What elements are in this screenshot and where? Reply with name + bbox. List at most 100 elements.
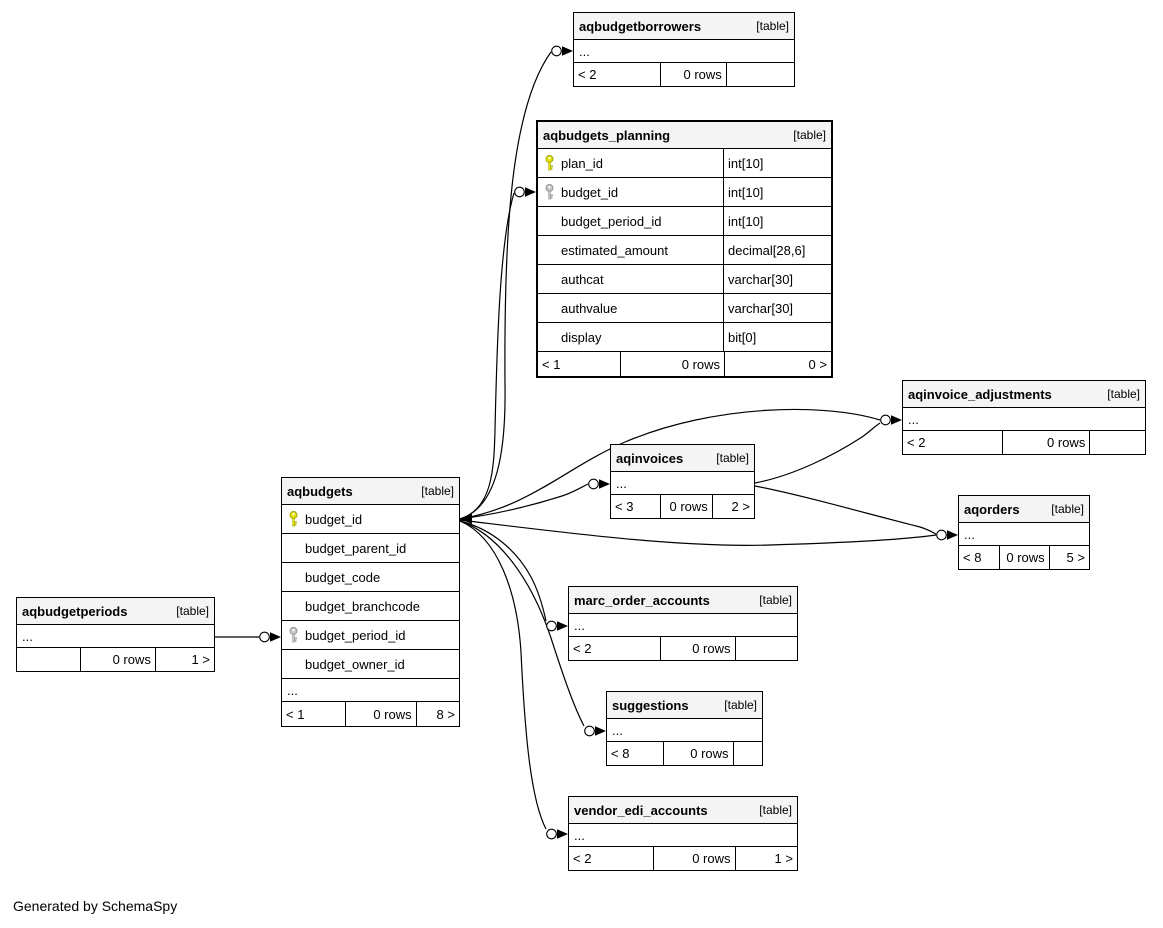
- foreign-key-icon: [538, 184, 561, 200]
- children-count: 1 >: [154, 648, 214, 671]
- row-count: 0 rows: [620, 352, 724, 376]
- column-name: budget_parent_id: [305, 540, 407, 556]
- parents-count: < 2: [573, 851, 592, 866]
- children-count: [732, 742, 762, 765]
- column-row: authcat varchar[30]: [538, 265, 831, 294]
- edge-aqbudgets-aqinvoices: [459, 483, 589, 520]
- row-count: 0 rows: [660, 495, 711, 518]
- table-name: aqorders: [964, 501, 1020, 517]
- hidden-columns-ellipsis: ...: [574, 40, 794, 63]
- table-name: aqbudgetborrowers: [579, 18, 702, 34]
- generated-by-note: Generated by SchemaSpy: [13, 898, 178, 914]
- table-kind-label: [table]: [756, 19, 789, 33]
- column-type: bit[0]: [723, 323, 831, 351]
- column-name: authvalue: [561, 300, 618, 316]
- parents-count: [17, 648, 80, 671]
- table-node-aqinvoices[interactable]: aqinvoices[table] ... < 3 0 rows 2 >: [610, 444, 755, 519]
- edge-aqbudgets-aqbudgetborrowers: [459, 51, 552, 520]
- table-name: marc_order_accounts: [574, 592, 710, 608]
- column-name: budget_id: [561, 184, 619, 200]
- column-name: plan_id: [561, 155, 603, 171]
- column-type: int[10]: [723, 207, 831, 235]
- table-node-suggestions[interactable]: suggestions [table] ... < 8 0 rows: [606, 691, 763, 766]
- column-row: budget_owner_id: [282, 650, 459, 679]
- table-node-vendor_edi_accounts[interactable]: vendor_edi_accounts[table] ... < 2 0 row…: [568, 796, 798, 871]
- children-count: 0 >: [724, 352, 831, 376]
- hidden-columns-ellipsis: ...: [959, 523, 1089, 546]
- table-node-aqbudgets_planning[interactable]: aqbudgets_planning [table] plan_id int[10…: [536, 120, 833, 378]
- edge-aqbudgets-vendor_edi_accounts: [459, 520, 547, 830]
- column-name: budget_branchcode: [305, 598, 420, 614]
- table-name: aqbudgets_planning: [543, 127, 671, 143]
- table-node-aqinvoice_adjustments[interactable]: aqinvoice_adjustments[table] ... < 2 0 r…: [902, 380, 1146, 455]
- hidden-columns-ellipsis: ...: [17, 625, 214, 648]
- column-row: budget_parent_id: [282, 534, 459, 563]
- hidden-columns-ellipsis: ...: [607, 719, 762, 742]
- table-node-aqbudgetborrowers[interactable]: aqbudgetborrowers[table] ... < 2 0 rows: [573, 12, 795, 87]
- parents-count: < 8: [611, 746, 630, 761]
- children-count: [1089, 431, 1145, 454]
- table-node-marc_order_accounts[interactable]: marc_order_accounts [table] ... < 2 0 row…: [568, 586, 798, 661]
- table-kind-label: [table]: [793, 128, 826, 142]
- parents-count: < 1: [542, 356, 561, 372]
- parents-count: < 3: [615, 499, 634, 514]
- column-name: estimated_amount: [561, 242, 668, 258]
- foreign-key-icon: [282, 627, 305, 643]
- column-name: budget_code: [305, 569, 381, 585]
- table-name: aqinvoices: [616, 450, 684, 466]
- table-node-aqbudgets[interactable]: aqbudgets [table] budget_id budget_parent…: [281, 477, 460, 727]
- hidden-columns-ellipsis: ...: [569, 614, 797, 637]
- column-name: budget_id: [305, 511, 363, 527]
- table-node-aqorders[interactable]: aqorders[table] ... < 8 0 rows 5 >: [958, 495, 1090, 570]
- table-name: aqbudgetperiods: [22, 603, 128, 619]
- edge-aqbudgets-aqbudgets_planning: [459, 192, 515, 520]
- parents-count: < 2: [907, 435, 926, 450]
- column-name: display: [561, 329, 602, 345]
- hidden-columns-ellipsis: ...: [282, 679, 459, 702]
- table-name: aqbudgets: [287, 483, 353, 499]
- column-name: budget_owner_id: [305, 656, 405, 672]
- fk-endpoint-icon: [936, 529, 958, 541]
- row-count: 0 rows: [653, 847, 734, 870]
- parents-count: < 8: [963, 550, 982, 565]
- table-kind-label: [table]: [716, 451, 749, 465]
- edge-aqinvoices-aqorders: [754, 485, 937, 535]
- table-name: suggestions: [612, 697, 689, 713]
- column-row: budget_id: [282, 505, 459, 534]
- fk-endpoint-icon: [546, 620, 568, 632]
- column-row: authvalue varchar[30]: [538, 294, 831, 323]
- row-count: 0 rows: [662, 742, 733, 765]
- column-type: int[10]: [723, 178, 831, 206]
- row-count: 0 rows: [344, 702, 416, 726]
- children-count: 5 >: [1048, 546, 1089, 569]
- edge-aqbudgets-suggestions: [459, 520, 585, 727]
- table-name: vendor_edi_accounts: [574, 802, 708, 818]
- column-type: varchar[30]: [723, 265, 831, 293]
- children-count: 2 >: [711, 495, 754, 518]
- row-count: 0 rows: [660, 637, 734, 660]
- edge-aqbudgets-aqorders: [459, 519, 937, 546]
- column-type: decimal[28,6]: [723, 236, 831, 264]
- children-count: [734, 637, 797, 660]
- edge-aqbudgets-aqinvoice_adjustments: [459, 408, 881, 520]
- primary-key-icon: [538, 155, 561, 171]
- table-kind-label: [table]: [421, 484, 454, 498]
- table-kind-label: [table]: [724, 698, 757, 712]
- table-kind-label: [table]: [759, 593, 792, 607]
- table-kind-label: [table]: [1107, 387, 1140, 401]
- hidden-columns-ellipsis: ...: [903, 408, 1145, 431]
- table-node-aqbudgetperiods[interactable]: aqbudgetperiods[table] ... 0 rows 1 >: [16, 597, 215, 672]
- table-name: aqinvoice_adjustments: [908, 386, 1052, 402]
- parents-count: < 2: [573, 641, 592, 656]
- column-name: budget_period_id: [561, 213, 662, 229]
- children-count: 8 >: [415, 702, 459, 726]
- edge-aqbudgets-marc_order_accounts: [459, 520, 547, 622]
- column-row: estimated_amount decimal[28,6]: [538, 236, 831, 265]
- fk-endpoint-icon: [259, 631, 281, 643]
- children-count: 1 >: [734, 847, 797, 870]
- column-name: authcat: [561, 271, 604, 287]
- table-kind-label: [table]: [1051, 502, 1084, 516]
- row-count: 0 rows: [659, 63, 726, 86]
- column-type: int[10]: [723, 149, 831, 177]
